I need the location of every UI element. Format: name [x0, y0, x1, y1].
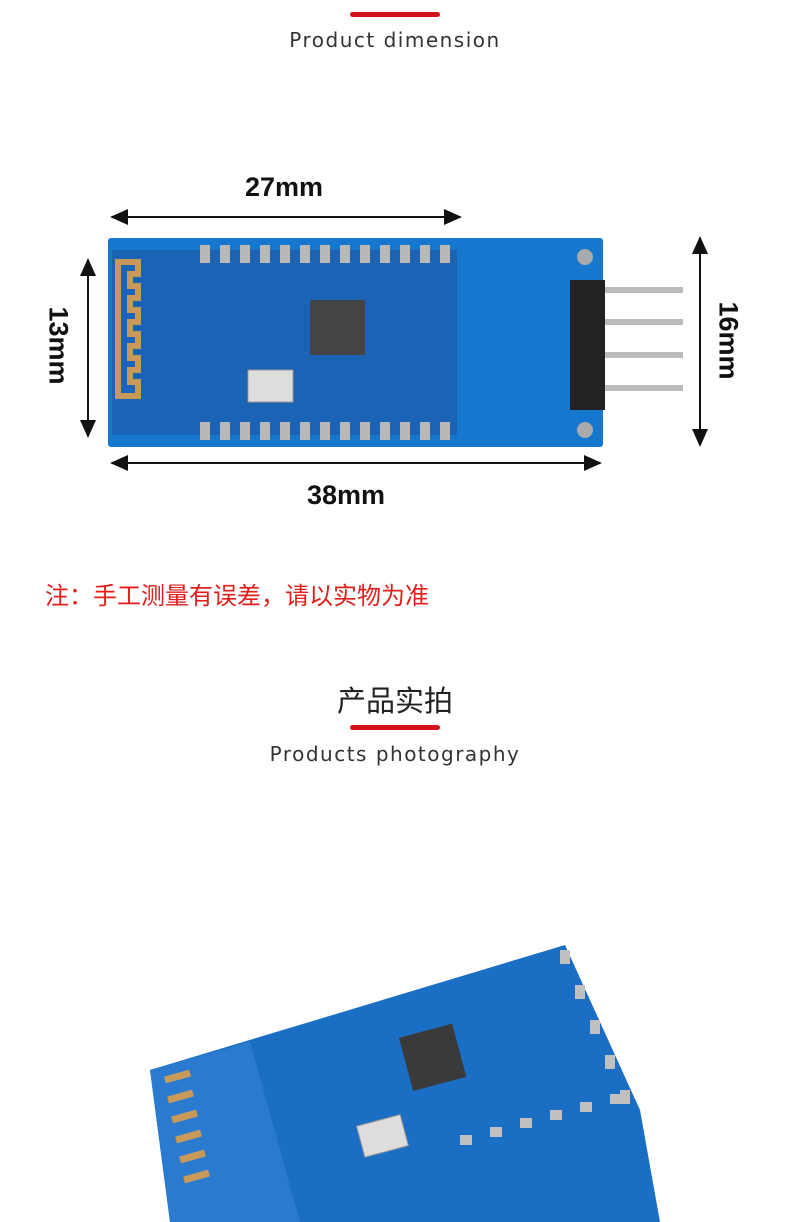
dimension-right-label: 16mm — [713, 301, 744, 380]
dimension-left-label: 13mm — [43, 306, 74, 385]
measurement-note: 注：手工测量有误差，请以实物为准 — [45, 582, 429, 610]
section-title-dimension: Product dimension — [289, 28, 501, 52]
accent-bar — [350, 725, 440, 730]
product-photo — [150, 945, 660, 1222]
dimension-bottom-label: 38mm — [307, 480, 386, 510]
section-title-photography-cn: 产品实拍 — [336, 684, 453, 718]
accent-bar — [350, 12, 440, 17]
section-title-photography: Products photography — [269, 742, 521, 766]
dimension-top-label: 27mm — [245, 172, 324, 202]
dimension-diagram — [80, 209, 708, 471]
bluetooth-module-photo — [108, 238, 683, 447]
